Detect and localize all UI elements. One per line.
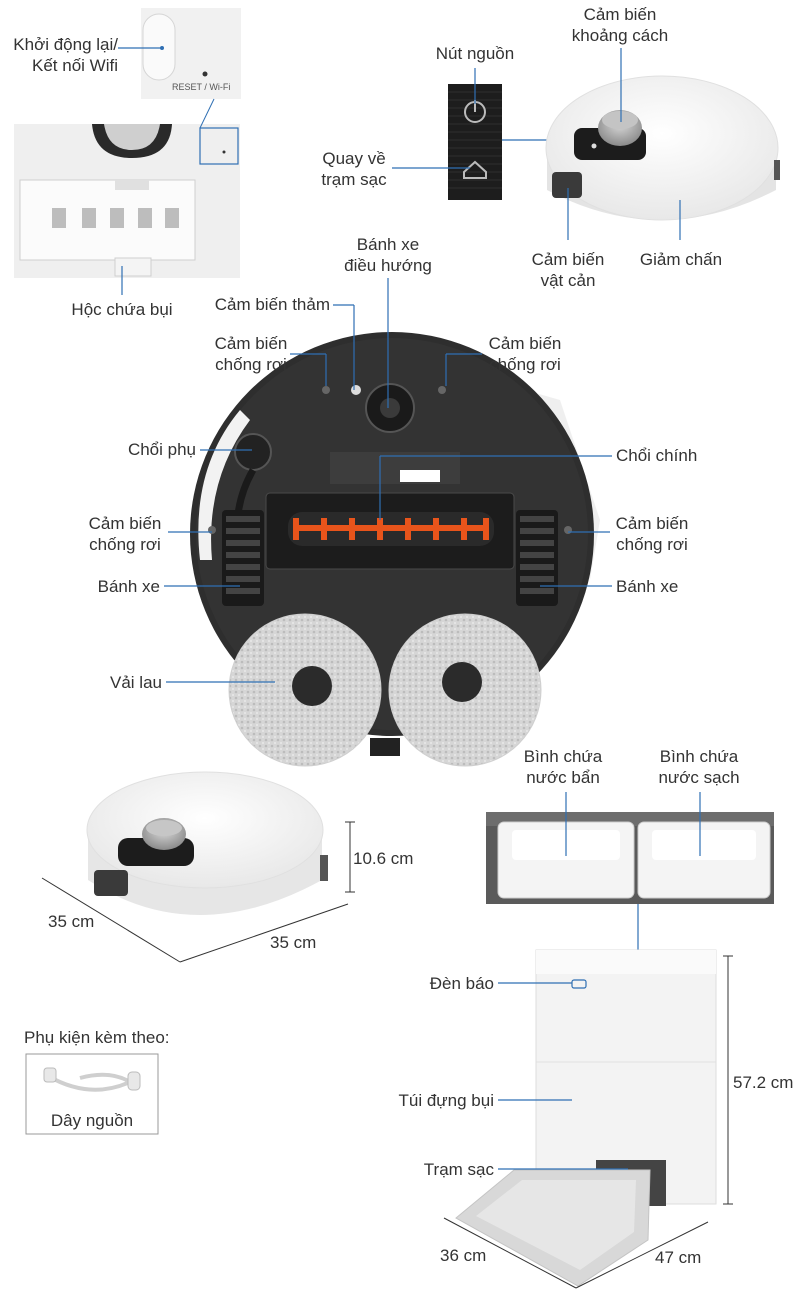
dustbox-label: Hộc chứa bụi: [71, 300, 173, 319]
cliff-sensor-l-line2: chống rơi: [89, 535, 161, 554]
wheel-left-label: Bánh xe: [97, 577, 160, 596]
return-dock-label: Quay về trạm sạc: [302, 148, 406, 190]
robot-bottom-image: [190, 332, 600, 767]
dust-bag-label: Túi đựng bụi: [398, 1091, 495, 1110]
clean-tank-line1: Bình chứa: [659, 747, 739, 766]
obstacle-sensor-label: Cảm biến vật cản: [518, 249, 618, 291]
nav-wheel-line1: Bánh xe: [356, 235, 420, 254]
dock-tank-image: [486, 812, 774, 904]
obstacle-sensor-line1: Cảm biến: [531, 250, 605, 269]
indicator-light-label: Đèn báo: [429, 974, 494, 993]
distance-sensor-line1: Cảm biến: [583, 5, 657, 24]
robot-top-image: [545, 75, 780, 221]
charging-station-label: Trạm sạc: [423, 1160, 494, 1179]
dock-height-label: 57.2 cm: [733, 1073, 794, 1092]
bumper-label: Giảm chấn: [639, 250, 723, 269]
nav-wheel-label: Bánh xe điều hướng: [328, 234, 448, 276]
restart-wifi-line2: Kết nối Wifi: [32, 56, 118, 75]
reset-panel-image: [141, 8, 241, 99]
accessories-box: [25, 1053, 159, 1135]
dirty-tank-label: Bình chứa nước bẩn: [508, 746, 618, 788]
dirty-tank-line2: nước bẩn: [526, 768, 600, 787]
nav-wheel-line2: điều hướng: [344, 256, 432, 275]
cliff-sensor-r-line2: chống rơi: [616, 535, 688, 554]
cliff-sensor-left-label: Cảm biến chống rơi: [70, 513, 180, 555]
dock-dimension-lines: [443, 955, 733, 1289]
power-cord-label: Dây nguồn: [50, 1111, 134, 1130]
return-dock-line2: trạm sạc: [321, 170, 387, 189]
dustbox-image: [14, 124, 240, 278]
robot-dimension-lines: [41, 821, 355, 963]
distance-sensor-label: Cảm biến khoảng cách: [550, 4, 690, 46]
power-button-label: Nút nguồn: [435, 44, 515, 63]
distance-sensor-line2: khoảng cách: [571, 26, 669, 45]
mop-label: Vải lau: [110, 673, 162, 692]
obstacle-sensor-line2: vật cản: [540, 271, 596, 290]
carpet-sensor-label: Cảm biến thảm: [214, 295, 330, 314]
dirty-tank-line1: Bình chứa: [523, 747, 603, 766]
dock-station-image: [455, 949, 717, 1287]
robot-width-label: 35 cm: [270, 933, 317, 952]
cliff-sensor-tl-line1: Cảm biến: [214, 334, 288, 353]
accessories-heading: Phụ kiện kèm theo:: [24, 1028, 170, 1047]
cliff-sensor-tr-line1: Cảm biến: [488, 334, 562, 353]
dock-depth-label: 36 cm: [440, 1246, 487, 1265]
robot-height-label: 10.6 cm: [353, 849, 414, 868]
cliff-sensor-tl-line2: chống rơi: [215, 355, 287, 374]
cliff-sensor-l-line1: Cảm biến: [88, 514, 162, 533]
clean-tank-line2: nước sạch: [658, 768, 740, 787]
restart-wifi-label: Khởi động lại/ Kết nối Wifi: [0, 34, 118, 76]
cliff-sensor-tr-line2: chống rơi: [489, 355, 561, 374]
robot-depth-label: 35 cm: [48, 912, 95, 931]
reset-panel-text: RESET / Wi-Fi: [172, 82, 231, 92]
dock-width-label: 47 cm: [655, 1248, 702, 1267]
return-dock-line1: Quay về: [322, 149, 386, 168]
cliff-sensor-right-label: Cảm biến chống rơi: [597, 513, 707, 555]
cliff-sensor-top-left-label: Cảm biến chống rơi: [196, 333, 306, 375]
clean-tank-label: Bình chứa nước sạch: [644, 746, 754, 788]
wheel-right-label: Bánh xe: [616, 577, 679, 596]
main-brush-label: Chổi chính: [616, 446, 698, 465]
cliff-sensor-top-right-label: Cảm biến chống rơi: [470, 333, 580, 375]
cliff-sensor-r-line1: Cảm biến: [615, 514, 689, 533]
robot-dimension-image: [86, 771, 328, 915]
side-brush-label: Chổi phụ: [127, 440, 196, 459]
restart-wifi-line1: Khởi động lại/: [13, 35, 118, 54]
